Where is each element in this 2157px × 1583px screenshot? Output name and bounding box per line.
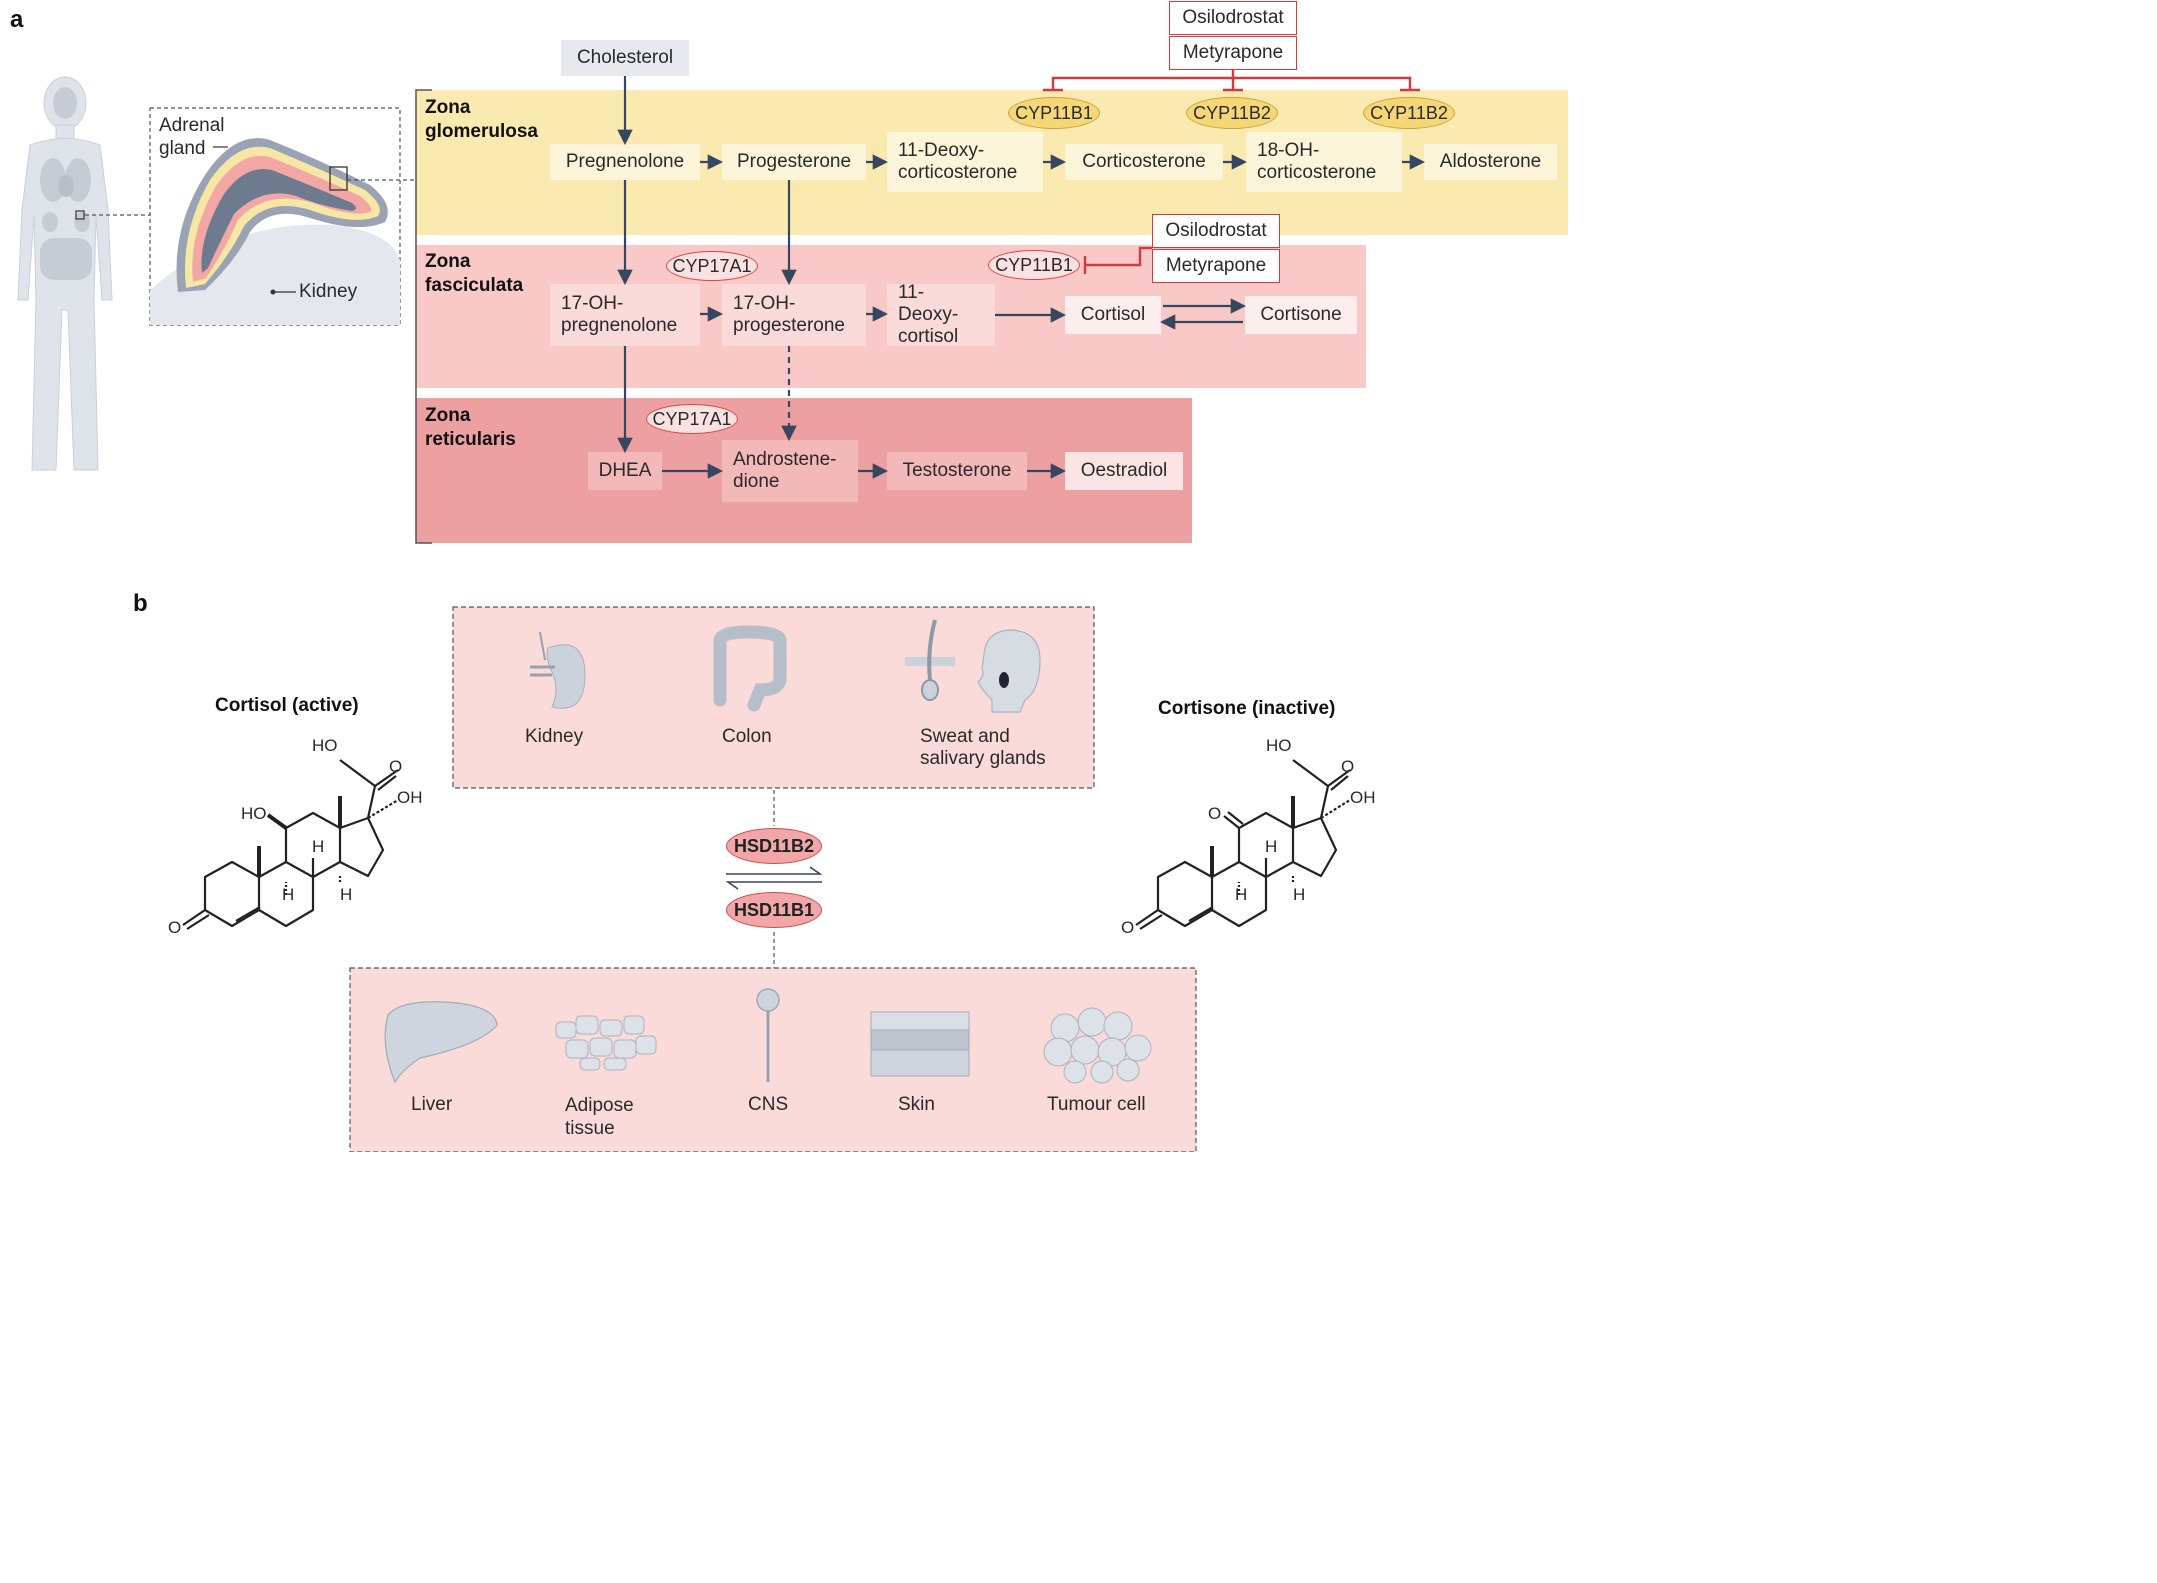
oh-progesterone-box-bg (722, 284, 866, 346)
oh-pregnenolone-box-bg (550, 284, 700, 346)
cortisol-ketone-o-label: O (168, 918, 182, 937)
cortisol-structure (182, 759, 399, 930)
cortisone-box: Cortisone (1260, 304, 1342, 325)
compound-boxes (550, 40, 1557, 192)
tissue-label-colon: Colon (722, 726, 772, 747)
aldosterone-box-bg (1424, 144, 1557, 180)
cortisone-h-label-2: H (1235, 885, 1248, 904)
tissue-label-adipose: Adipose tissue (565, 1095, 634, 1139)
cortisone-h-label-3: H (1293, 885, 1306, 904)
cns-icon (756, 988, 780, 1082)
androstenedione-box-bg (722, 440, 858, 502)
oh-pregnenolone-box: 17-OH- pregnenolone (561, 293, 678, 336)
kidney-icon (530, 631, 586, 709)
pregnenolone-box-bg (550, 144, 700, 180)
androstenedione-box: Androstene- dione (733, 449, 837, 492)
colon-icon (713, 625, 787, 712)
skin-icon (870, 1011, 970, 1077)
tissue-label-sweat-salivary: Sweat and salivary glands (920, 726, 1046, 769)
oh-progesterone-box: 17-OH- progesterone (733, 293, 845, 336)
corticosterone-box: Corticosterone (1082, 151, 1206, 172)
adrenal-gland-icon (176, 138, 388, 292)
cortisone-oh-label: OH (1350, 788, 1376, 807)
deoxycorticosterone-box-bg (887, 132, 1043, 192)
tissue-label-kidney: Kidney (525, 726, 584, 747)
cortisone-structure (1135, 759, 1351, 930)
cyp17a1-enzyme-reticularis: CYP17A1 (646, 404, 738, 434)
tissue-label-liver: Liver (411, 1094, 453, 1115)
cyp11b2-enzyme-1: CYP11B2 (1186, 97, 1278, 129)
deoxycortisol-box: 11-Deoxy- cortisol (898, 282, 959, 347)
dhea-box-bg (588, 452, 662, 490)
cyp11b2-enzyme-2: CYP11B2 (1363, 97, 1455, 129)
zona-glomerulosa-title: Zona glomerulosa (425, 97, 538, 142)
testosterone-box: Testosterone (902, 460, 1012, 481)
zona-reticularis-title: Zona reticularis (425, 405, 516, 450)
adrenal-locator (75, 210, 85, 220)
deoxycortisol-box-bg (887, 284, 995, 346)
cortisol-o-label: O (389, 757, 403, 776)
liver-icon (384, 1001, 498, 1084)
zona-fasciculata-title: Zona fasciculata (425, 251, 524, 296)
hsd11b1-enzyme: HSD11B1 (726, 892, 822, 928)
sweat-gland-icon (905, 619, 955, 701)
cortisone-o-label: O (1341, 757, 1355, 776)
deoxycorticosterone-box: 11-Deoxy- corticosterone (898, 140, 1018, 183)
testosterone-box-bg (887, 452, 1027, 490)
cortisol-box-bg (1065, 296, 1161, 334)
cortisol-ho-label-ring: HO (241, 804, 267, 823)
corticosterone-box-bg (1065, 144, 1223, 180)
cortisol-oh-label: OH (397, 788, 423, 807)
cortisone-ho-label: HO (1266, 736, 1292, 755)
cortisone-o-label-ring: O (1208, 804, 1222, 823)
progesterone-box-bg (722, 144, 866, 180)
cortisone-box-bg (1245, 296, 1357, 334)
cortisol-h-label-2: H (282, 885, 295, 904)
panel-label-b: b (133, 590, 148, 617)
cyp11b1-enzyme-fasciculata: CYP11B1 (988, 250, 1080, 280)
adrenal-gland-label: Adrenal gland (159, 115, 225, 159)
aldosterone-box: Aldosterone (1439, 151, 1542, 172)
pregnenolone-box: Pregnenolone (565, 151, 685, 172)
cyp17a1-enzyme-fasciculata: CYP17A1 (666, 251, 758, 281)
salivary-gland-head-icon (977, 629, 1041, 713)
equilibrium-arrows (725, 866, 823, 890)
adipose-tissue-icon (555, 1015, 657, 1071)
zoom-box (329, 166, 348, 191)
tissue-label-tumour-cell: Tumour cell (1047, 1094, 1146, 1115)
cortisol-ho-label-top: HO (312, 736, 338, 755)
cortisone-ketone-o-label: O (1121, 918, 1135, 937)
cortisol-h-label-3: H (340, 885, 353, 904)
cortisol-h-label-1: H (312, 837, 325, 856)
cholesterol-box-bg (561, 40, 689, 76)
pathway-arrows (617, 76, 1426, 479)
cortisone-h-label-1: H (1265, 837, 1278, 856)
cortisol-active-title: Cortisol (active) (215, 695, 359, 716)
inhibitor-lines (1043, 70, 1420, 274)
tissue-label-cns: CNS (748, 1094, 789, 1115)
cyp11b1-enzyme: CYP11B1 (1008, 97, 1100, 129)
oh-corticosterone-box-bg (1246, 132, 1402, 192)
metyrapone-drug-mid: Metyrapone (1152, 249, 1280, 283)
tissue-label-skin: Skin (898, 1094, 935, 1115)
osilodrostat-drug-mid: Osilodrostat (1152, 214, 1280, 248)
tumour-cell-icon (1043, 1007, 1152, 1084)
cortisol-box: Cortisol (1080, 304, 1146, 325)
human-figure-icon (17, 76, 113, 471)
zone-bracket (415, 89, 432, 544)
kidney-label: Kidney (299, 281, 358, 302)
osilodrostat-drug-top: Osilodrostat (1169, 1, 1297, 35)
oh-corticosterone-box: 18-OH- corticosterone (1257, 140, 1377, 183)
progesterone-box: Progesterone (736, 151, 852, 172)
metyrapone-drug-top: Metyrapone (1169, 36, 1297, 70)
oestradiol-box: Oestradiol (1080, 460, 1168, 481)
panel-label-a: a (10, 6, 24, 33)
oestradiol-box-bg (1065, 452, 1183, 490)
cholesterol-box: Cholesterol (576, 47, 674, 68)
figure: a b Adrenal gland Kidney Zona glomerulos… (10, 1, 1568, 1152)
cortisone-inactive-title: Cortisone (inactive) (1158, 698, 1336, 719)
hsd11b2-enzyme: HSD11B2 (726, 828, 822, 864)
dhea-box: DHEA (598, 460, 652, 481)
